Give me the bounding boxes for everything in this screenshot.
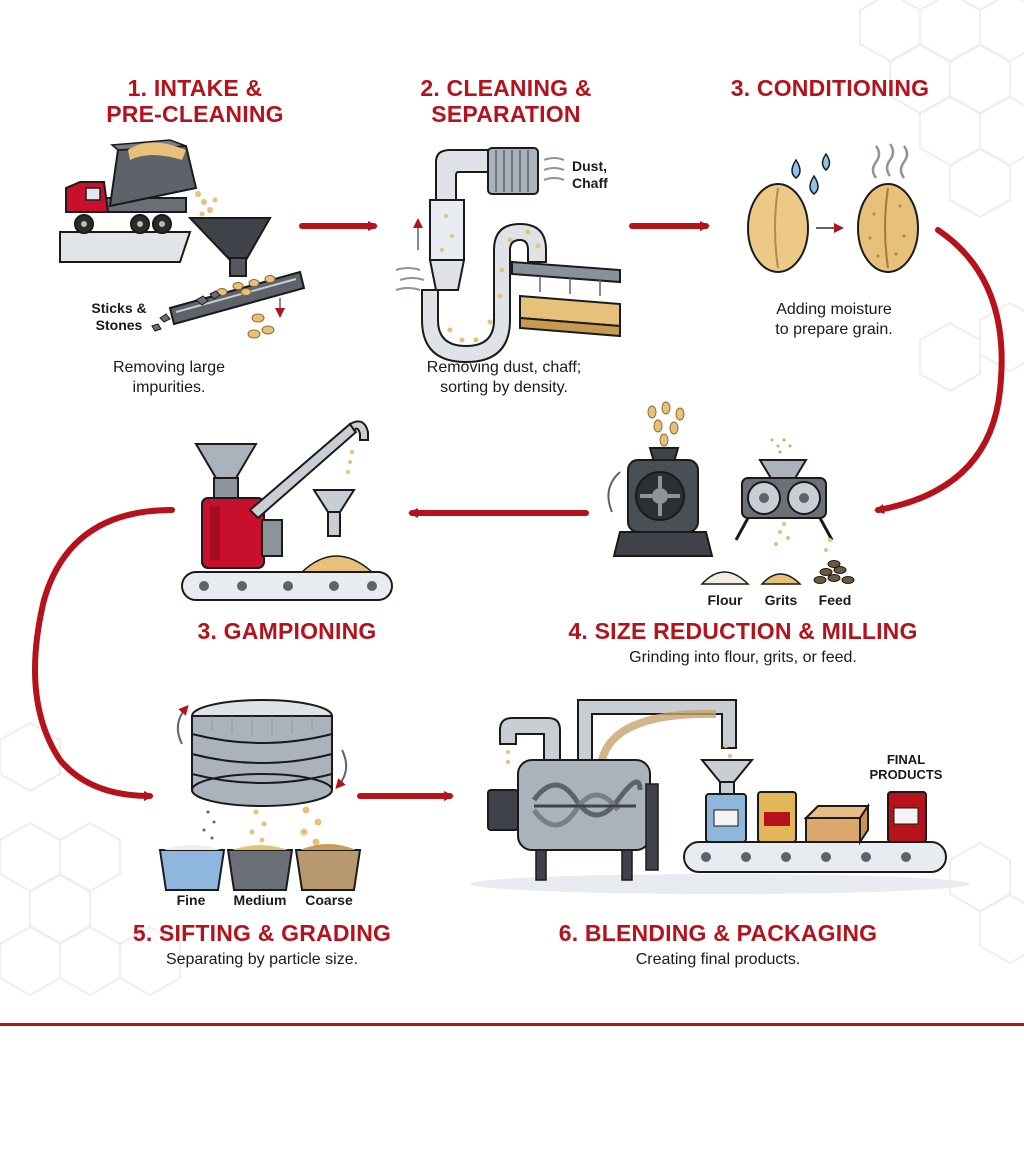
fine-label: Fine — [176, 892, 206, 908]
step-6-description: Creating final products. — [635, 951, 801, 968]
sticks-stones-label: Sticks & Stones — [84, 300, 154, 334]
flow-arrows — [32, 221, 1005, 801]
sieve-stack-icon — [176, 699, 348, 807]
final-product-bag-icon — [887, 791, 927, 843]
medium-label: Medium — [233, 892, 287, 908]
step-1-title: 1. INTAKE & PRE-CLEANING — [84, 75, 306, 127]
step-3-desc-line2: to prepare grain. — [775, 321, 893, 338]
grade-bins — [158, 844, 362, 891]
sifting-illustration — [158, 699, 362, 891]
blending-illustration — [470, 699, 970, 894]
step-1-description: Removing large impurities. — [84, 358, 254, 398]
hammer-mill-icon — [607, 447, 714, 557]
grits-label: Grits — [764, 592, 798, 608]
dust-label-line1: Dust, — [572, 158, 607, 174]
step-1-title-line1: 1. INTAKE & — [127, 75, 263, 101]
step-5-title: 5. SIFTING & GRADING — [132, 920, 392, 946]
step-3-description: Adding moisture to prepare grain. — [752, 300, 916, 340]
arrow-gampioning-to-5 — [32, 507, 175, 801]
intake-illustration — [59, 139, 306, 339]
filter-drum-icon — [487, 147, 539, 195]
final-label-line2: PRODUCTS — [869, 767, 943, 782]
conveyor-icon — [181, 571, 393, 601]
step-1-title-line2: PRE-CLEANING — [106, 101, 284, 127]
mill-machine-icon — [201, 420, 369, 569]
coarse-label: Coarse — [305, 892, 353, 908]
bottom-divider — [0, 1023, 1024, 1026]
sticks-label-line2: Stones — [95, 317, 143, 333]
conveyor-icon — [151, 270, 306, 339]
step-2-desc-line2: sorting by density. — [440, 379, 568, 396]
moist-grain-icon — [857, 183, 919, 273]
ribbon-blender-icon — [487, 759, 659, 881]
conditioning-illustration — [747, 143, 919, 273]
inlet-pipe-icon — [499, 717, 561, 764]
cardboard-box-icon — [803, 802, 870, 846]
step-2-description: Removing dust, chaff; sorting by density… — [404, 358, 604, 398]
arrow-3-to-4 — [874, 227, 1005, 514]
roller-mill-icon — [734, 438, 834, 552]
step-1-desc-line2: impurities. — [132, 379, 206, 396]
dump-truck-icon — [65, 139, 198, 234]
flour-label: Flour — [707, 592, 743, 608]
final-label-line1: FINAL — [886, 752, 926, 767]
step-2-title-line2: SEPARATION — [431, 101, 581, 127]
step-5-description: Separating by particle size. — [165, 951, 359, 968]
steam-icon — [871, 143, 909, 179]
water-drop-icon — [791, 152, 831, 195]
step-4-title: 4. SIZE REDUCTION & MILLING — [568, 618, 918, 644]
gampioning-illustration — [181, 420, 393, 601]
hopper-icon — [187, 217, 272, 277]
milling-illustration — [607, 401, 855, 585]
step-2-title: 2. CLEANING & SEPARATION — [400, 75, 612, 127]
gampioning-title: 3. GAMPIONING — [197, 618, 377, 644]
packaging-funnel-icon — [699, 744, 755, 795]
hexagon-background — [0, 0, 1024, 997]
gravity-table-icon — [511, 260, 621, 338]
dust-chaff-label: Dust, Chaff — [572, 158, 622, 192]
conveyor-icon — [683, 841, 947, 873]
hopper-icon — [194, 443, 258, 501]
aspiration-duct-icon — [395, 149, 547, 364]
step-2-desc-line1: Removing dust, chaff; — [426, 359, 582, 376]
dust-label-line2: Chaff — [572, 175, 608, 191]
flour-bag-icon — [705, 793, 747, 843]
step-1-desc-line1: Removing large — [112, 359, 226, 376]
step-3-title: 3. CONDITIONING — [730, 75, 930, 101]
funnel-icon — [312, 489, 356, 537]
product-bag-icon — [757, 791, 797, 843]
sticks-label-line1: Sticks & — [91, 300, 147, 316]
step-4-description: Grinding into flour, grits, or feed. — [629, 649, 857, 666]
feed-label: Feed — [818, 592, 852, 608]
duct-icon — [577, 699, 737, 762]
dry-grain-icon — [747, 183, 809, 273]
final-products-label: FINAL PRODUCTS — [856, 752, 956, 782]
step-3-desc-line1: Adding moisture — [776, 301, 892, 318]
step-6-title: 6. BLENDING & PACKAGING — [558, 920, 878, 946]
cleaning-illustration — [395, 147, 621, 364]
product-piles — [700, 560, 855, 585]
step-2-title-line1: 2. CLEANING & — [420, 75, 592, 101]
